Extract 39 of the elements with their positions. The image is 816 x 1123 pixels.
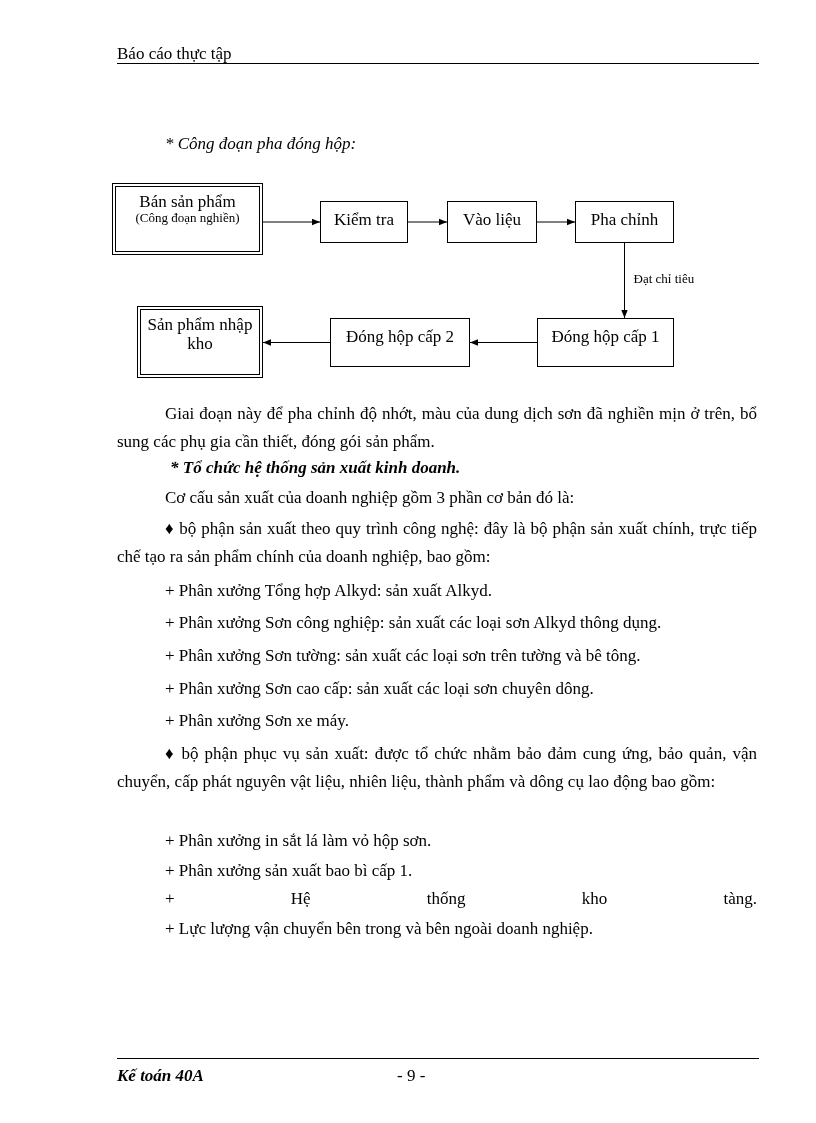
list-item: + Phân xưởng in sắt lá làm vỏ hộp sơn. [165,830,433,852]
process-box [537,318,674,367]
box-label: Kiểm tra [334,210,394,229]
box-label: Bán sản phẩm [139,192,236,211]
page-number: - 9 - [397,1065,427,1087]
arrow [621,242,628,319]
list-item: + Phân xưởng Sơn xe máy. [165,710,350,732]
section-heading: * Công đoạn pha đóng hộp: [165,133,357,155]
process-box [575,201,674,243]
process-box [447,201,537,243]
list-item: + Hệ thống kho tàng. [165,888,757,910]
list-item: + Phân xưởng Tổng hợp Alkyd: sản xuất Alkyd. [165,580,493,602]
page-footer: Kế toán 40A [117,1063,367,1088]
list-item: + Phân xưởng Sơn tường: sản xuất các loại sơn trên tường và bê tông. [165,645,642,667]
arrow [262,339,331,346]
arrow [262,218,321,226]
list-item: + Phân xưởng sản xuất bao bì cấp 1. [165,860,414,882]
box-sublabel: (Công đoạn nghiền) [135,211,240,225]
process-box [137,306,263,378]
box-label: Đóng hộp cấp 1 [551,327,660,346]
process-box [330,318,470,367]
page-header: Báo cáo thực tập [117,43,233,65]
box-label: Pha chỉnh [590,210,659,229]
paragraph: Giai đoạn này để pha chỉnh độ nhớt, màu của dung dịch sơn đã nghiền mịn ở trên, bổ sung các phụ gia cần thiết, đóng gói sản phẩm. [117,403,757,453]
box-label: Sản phẩm nhập kho [146,315,254,353]
list-item: + Phân xưởng Sơn cao cấp: sản xuất các loại sơn chuyên dông. [165,678,595,700]
list-item: Cơ cấu sản xuất của doanh nghiệp gồm 3 phần cơ bản đó là: [165,487,576,509]
process-box [112,183,263,255]
box-label: Đóng hộp cấp 2 [345,327,455,346]
process-box [320,201,408,243]
arrow [469,339,538,346]
box-label: Vào liệu [462,210,522,229]
list-item: + Lực lượng vận chuyển bên trong và bên ngoài doanh nghiệp. [165,918,594,940]
paragraph: ♦ bộ phận sản xuất theo quy trình công nghệ: đây là bộ phận sản xuất chính, trực tiếp chế tạo ra sản phẩm chính của doanh nghiệp, bao gồm: [117,518,757,568]
paragraph: ♦ bộ phận phục vụ sản xuất: được tổ chức nhằm bảo đảm cung ứng, bảo quản, vận chuyển, cấp phát nguyên vật liệu, nhiên liệu, thành phẩm và dông cụ lao động bao gồm: [117,743,757,793]
list-item: + Phân xưởng Sơn công nghiệp: sản xuất các loại sơn Alkyd thông dụng. [165,612,663,634]
section-heading: * Tổ chức hệ thống sản xuất kinh doanh. [170,457,462,479]
arrow [407,218,448,226]
arrow [536,218,576,226]
